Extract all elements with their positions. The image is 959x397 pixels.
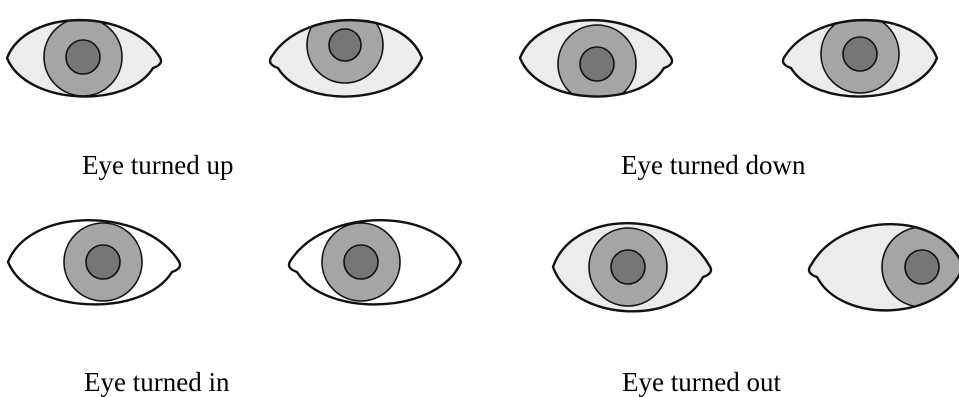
pupil: [344, 245, 378, 279]
caption-eye-turned-down: Eye turned down: [621, 152, 805, 179]
eye-out-right: [809, 224, 959, 310]
pupil: [905, 250, 939, 284]
eye-in-right: [289, 220, 461, 304]
caption-eye-turned-up: Eye turned up: [82, 152, 233, 179]
pupil: [580, 47, 614, 81]
caption-eye-turned-out: Eye turned out: [622, 369, 781, 396]
eye-down-left: [520, 20, 672, 103]
pupil: [843, 37, 877, 71]
pupil: [329, 29, 361, 61]
iris-group: [44, 18, 122, 96]
pupil: [86, 245, 120, 279]
eye-up-left: [7, 18, 161, 97]
iris-group: [64, 223, 142, 301]
eye-in-left: [8, 220, 180, 304]
iris-group: [589, 228, 667, 306]
pupil: [611, 250, 645, 284]
iris-group: [558, 25, 636, 103]
pupil: [66, 40, 100, 74]
eye-out-left: [553, 223, 711, 311]
iris-group: [821, 15, 899, 93]
iris-group: [882, 227, 959, 307]
iris-group: [322, 223, 400, 301]
eye-down-right: [783, 15, 937, 97]
iris-group: [307, 7, 383, 83]
eye-up-right: [270, 7, 422, 97]
caption-eye-turned-in: Eye turned in: [84, 369, 229, 396]
